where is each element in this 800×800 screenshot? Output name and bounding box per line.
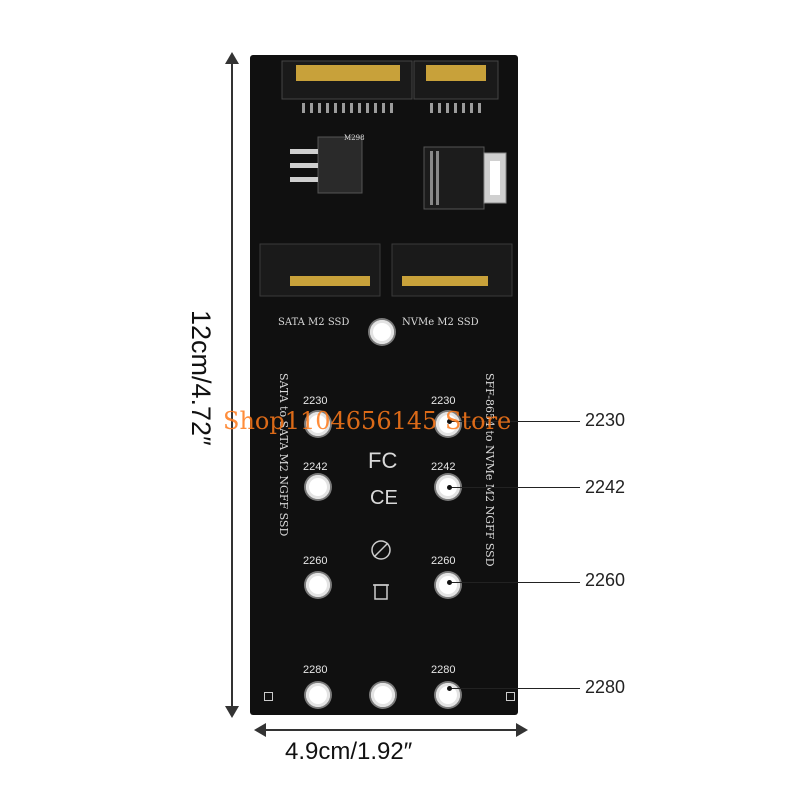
regulator-chip <box>290 136 363 194</box>
side-text-right: SFF-8654 to NVMe M2 NGFF SSD <box>483 373 496 567</box>
callout-2280: 2280 <box>585 677 626 697</box>
slot-label: 2280 <box>431 664 456 676</box>
callout-line <box>450 582 580 583</box>
arrow-down-icon <box>225 706 239 718</box>
corner-pad <box>506 692 515 701</box>
callout-dot <box>447 580 452 585</box>
mounting-hole <box>306 412 330 436</box>
slot-label: 2260 <box>303 555 328 567</box>
adapter-board: M298 SATA M2 SSD NVMe M2 SSD SATA to SAT… <box>250 55 518 715</box>
callout-2230: 2230 <box>585 410 626 430</box>
mounting-hole <box>436 412 460 436</box>
height-label: 12cm/4.72″ <box>186 310 216 446</box>
arrow-up-icon <box>225 52 239 64</box>
width-label: 4.9cm/1.92″ <box>285 738 413 765</box>
callout-line <box>450 421 580 422</box>
width-dimension-line <box>262 729 520 731</box>
callout-dot <box>447 686 452 691</box>
height-dimension-line <box>231 60 233 710</box>
mounting-hole <box>371 683 395 707</box>
slot-label: 2230 <box>431 395 456 407</box>
callout-line <box>450 688 580 689</box>
slot-label: 2242 <box>303 461 328 473</box>
callout-2260: 2260 <box>585 570 626 590</box>
store-watermark: Shop1104656145 Store <box>223 407 512 435</box>
mounting-hole <box>306 475 330 499</box>
callout-2242: 2242 <box>585 477 626 497</box>
ce-mark: CE <box>370 487 398 509</box>
sata-connector <box>281 60 499 113</box>
mounting-hole <box>370 320 394 344</box>
weee-bin-icon <box>373 584 389 600</box>
nvme-m2-label: NVMe M2 SSD <box>402 317 479 328</box>
mounting-hole <box>436 573 460 597</box>
callout-line <box>450 487 580 488</box>
sata-m2-label: SATA M2 SSD <box>278 317 350 328</box>
slot-label: 2260 <box>431 555 456 567</box>
rohs-icon <box>371 540 391 560</box>
slot-label: 2280 <box>303 664 328 676</box>
chip-label: M298 <box>344 134 365 142</box>
m2-slots <box>259 243 513 297</box>
side-text-left: SATA to SATA M2 NGFF SSD <box>277 373 290 537</box>
arrow-right-icon <box>516 723 528 737</box>
mounting-hole <box>306 573 330 597</box>
arrow-left-icon <box>254 723 266 737</box>
mounting-hole <box>306 683 330 707</box>
corner-pad <box>264 692 273 701</box>
slot-label: 2242 <box>431 461 456 473</box>
fc-mark: FC <box>368 448 398 473</box>
slot-label: 2230 <box>303 395 328 407</box>
sff-8654-connector <box>423 146 507 210</box>
callout-dot <box>447 485 452 490</box>
callout-dot <box>447 419 452 424</box>
